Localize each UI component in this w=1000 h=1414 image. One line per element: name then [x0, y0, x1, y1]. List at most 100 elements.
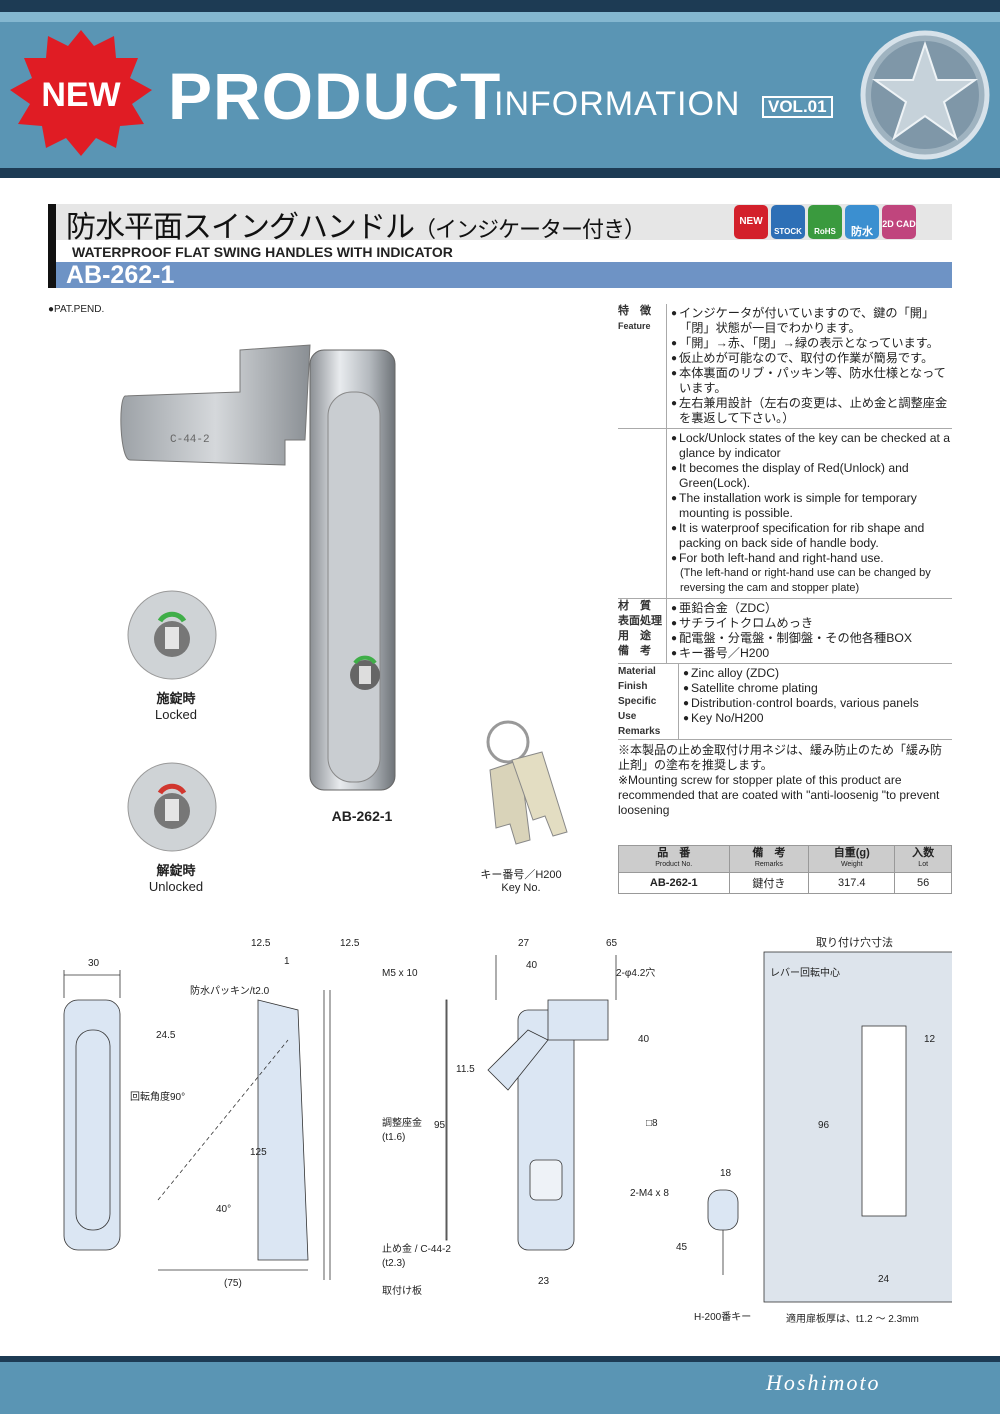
dim-75: (75)	[224, 1278, 242, 1289]
key-caption: キー番号／H200 Key No.	[466, 866, 576, 894]
mount-label: 取付け板	[382, 1284, 422, 1297]
dim-125: 125	[250, 1147, 267, 1158]
key-jp: キー番号／H200	[480, 869, 562, 881]
dim-40a: 40	[526, 960, 538, 971]
feature-jp-item: 本体裏面のリブ・パッキン等、防水仕様となっています。	[671, 366, 952, 396]
rot-label: 回転角度90°	[130, 1090, 185, 1103]
dim-95: 95	[434, 1120, 446, 1131]
key-en: Key No.	[501, 882, 541, 894]
table-row: AB-262-1 鍵付き 317.4 56	[618, 872, 952, 894]
header-banner	[0, 0, 1000, 178]
dim-30: 30	[88, 958, 100, 969]
dim-12: 12	[924, 1034, 936, 1045]
m4-label: 2-M4 x 8	[630, 1188, 669, 1199]
dim-45: 45	[676, 1242, 688, 1253]
photo-product-code: AB-262-1	[331, 808, 393, 824]
panel-note: 適用扉板厚は、t1.2 ～ 2.3mm	[786, 1312, 919, 1325]
badge-2dcad: 2D CAD	[882, 205, 916, 239]
unlocked-en: Unlocked	[148, 879, 204, 894]
locked-jp: 施錠時	[156, 691, 196, 706]
banner-product: PRODUCT	[168, 59, 502, 133]
spec-jp-labels: 材 質表面処理用 途備 考	[618, 600, 662, 657]
feature-en-item: The installation work is simple for temp…	[671, 491, 952, 521]
feature-en-note: (The left-hand or right-hand use can be …	[680, 567, 931, 594]
pat-pend: ●PAT.PEND.	[48, 304, 105, 315]
dim-27: 27	[518, 938, 530, 949]
spec-en-values: Zinc alloy (ZDC)Satellite chrome plating…	[678, 664, 952, 739]
stopper-label: 止め金 / C-44-2	[382, 1242, 451, 1255]
dim-40b: 40	[638, 1034, 650, 1045]
m5-label: M5 x 10	[382, 968, 418, 979]
dim-24: 24	[878, 1274, 890, 1285]
key-name: H-200番キー	[694, 1311, 751, 1323]
locked-en: Locked	[155, 707, 197, 722]
handle-stamp: C-44-2	[170, 434, 210, 446]
feature-en-item: For both left-hand and right-hand use.	[671, 551, 952, 566]
locked-caption: 施錠時 Locked	[128, 688, 224, 722]
dim-12-5a: 12.5	[251, 938, 271, 949]
banner-vol: VOL.01	[762, 96, 833, 118]
feature-en-row: Lock/Unlock states of the key can be che…	[618, 429, 952, 599]
banner-information: INFORMATION	[494, 85, 741, 123]
feature-jp-item: 左右兼用設計（左右の変更は、止め金と調整座金を裏返して下さい。）	[671, 396, 952, 426]
note-jp: ※本製品の止め金取付け用ネジは、緩み防止のため「緩み防止剤」の塗布を推奨します。	[618, 743, 943, 772]
technical-drawing: 30 24.5 回転角度90° 40° (75) 125 12.5 12.5 1…	[63, 935, 952, 1325]
hole-label: 2-φ4.2穴	[616, 966, 655, 979]
dim-96: 96	[818, 1120, 830, 1131]
dim-65: 65	[606, 938, 618, 949]
product-title-en: WATERPROOF FLAT SWING HANDLES WITH INDIC…	[72, 244, 453, 260]
feature-jp-item: 仮止めが可能なので、取付の作業が簡易です。	[671, 351, 952, 366]
badge-rohs: RoHS	[808, 205, 842, 239]
stopper-t: (t2.3)	[382, 1258, 405, 1269]
feature-en-item: It becomes the display of Red(Unlock) an…	[671, 461, 952, 491]
washer-label: 調整座金	[382, 1116, 422, 1129]
unlocked-jp: 解錠時	[156, 863, 196, 878]
packing-label: 防水パッキン/t2.0	[190, 984, 270, 997]
badge-waterproof: 防水	[845, 205, 879, 239]
feature-en-item: Lock/Unlock states of the key can be che…	[671, 431, 952, 461]
product-title-suffix: （インジケーター付き）	[414, 218, 646, 243]
star-emblem-icon	[860, 30, 990, 160]
footer-band	[0, 1356, 1000, 1414]
sq8: □8	[646, 1118, 658, 1129]
feature-jp-list: インジケータが付いていますので、鍵の「開」「閉」状態が一目でわかります。 「開」…	[666, 304, 952, 428]
badge-stock: STOCK	[771, 205, 805, 239]
dim-24-5: 24.5	[156, 1030, 176, 1041]
product-code: AB-262-1	[66, 261, 175, 289]
product-photo: C-44-2	[120, 344, 568, 852]
code-bar	[56, 262, 952, 288]
feature-jp-item: インジケータが付いていますので、鍵の「開」「閉」状態が一目でわかります。	[671, 306, 952, 336]
dim-12-5b: 12.5	[340, 938, 360, 949]
lot-header: 自重(g)Weight	[808, 845, 896, 873]
feature-en-list: Lock/Unlock states of the key can be che…	[666, 429, 952, 598]
washer-t: (t1.6)	[382, 1132, 405, 1143]
feature-jp-item: 「開」→赤、「閉」→緑の表示となっています。	[671, 336, 952, 351]
dim-18: 18	[720, 1168, 732, 1179]
note-en: ※Mounting screw for stopper plate of thi…	[618, 773, 940, 817]
dim-23: 23	[538, 1276, 550, 1287]
spec-jp-values: 亜鉛合金（ZDC）サチライトクロムめっき配電盤・分電盤・制御盤・その他各種BOX…	[666, 599, 952, 663]
new-label: NEW	[41, 76, 121, 114]
unlocked-caption: 解錠時 Unlocked	[128, 860, 224, 894]
dim-1: 1	[284, 956, 290, 967]
new-starburst-icon: NEW	[10, 30, 152, 156]
footer-brand: Hoshimoto	[766, 1370, 881, 1395]
lever-center: レバー回転中心	[770, 966, 840, 979]
title-block	[48, 204, 952, 288]
angle-40: 40°	[216, 1204, 231, 1215]
dim-11-5: 11.5	[456, 1064, 475, 1075]
badge-new: NEW	[734, 205, 768, 239]
product-title-jp: 防水平面スイングハンドル（インジケーター付き）	[66, 210, 646, 245]
feature-en-item: It is waterproof specification for rib s…	[671, 521, 952, 551]
cutout-title: 取り付け穴寸法	[816, 935, 893, 949]
